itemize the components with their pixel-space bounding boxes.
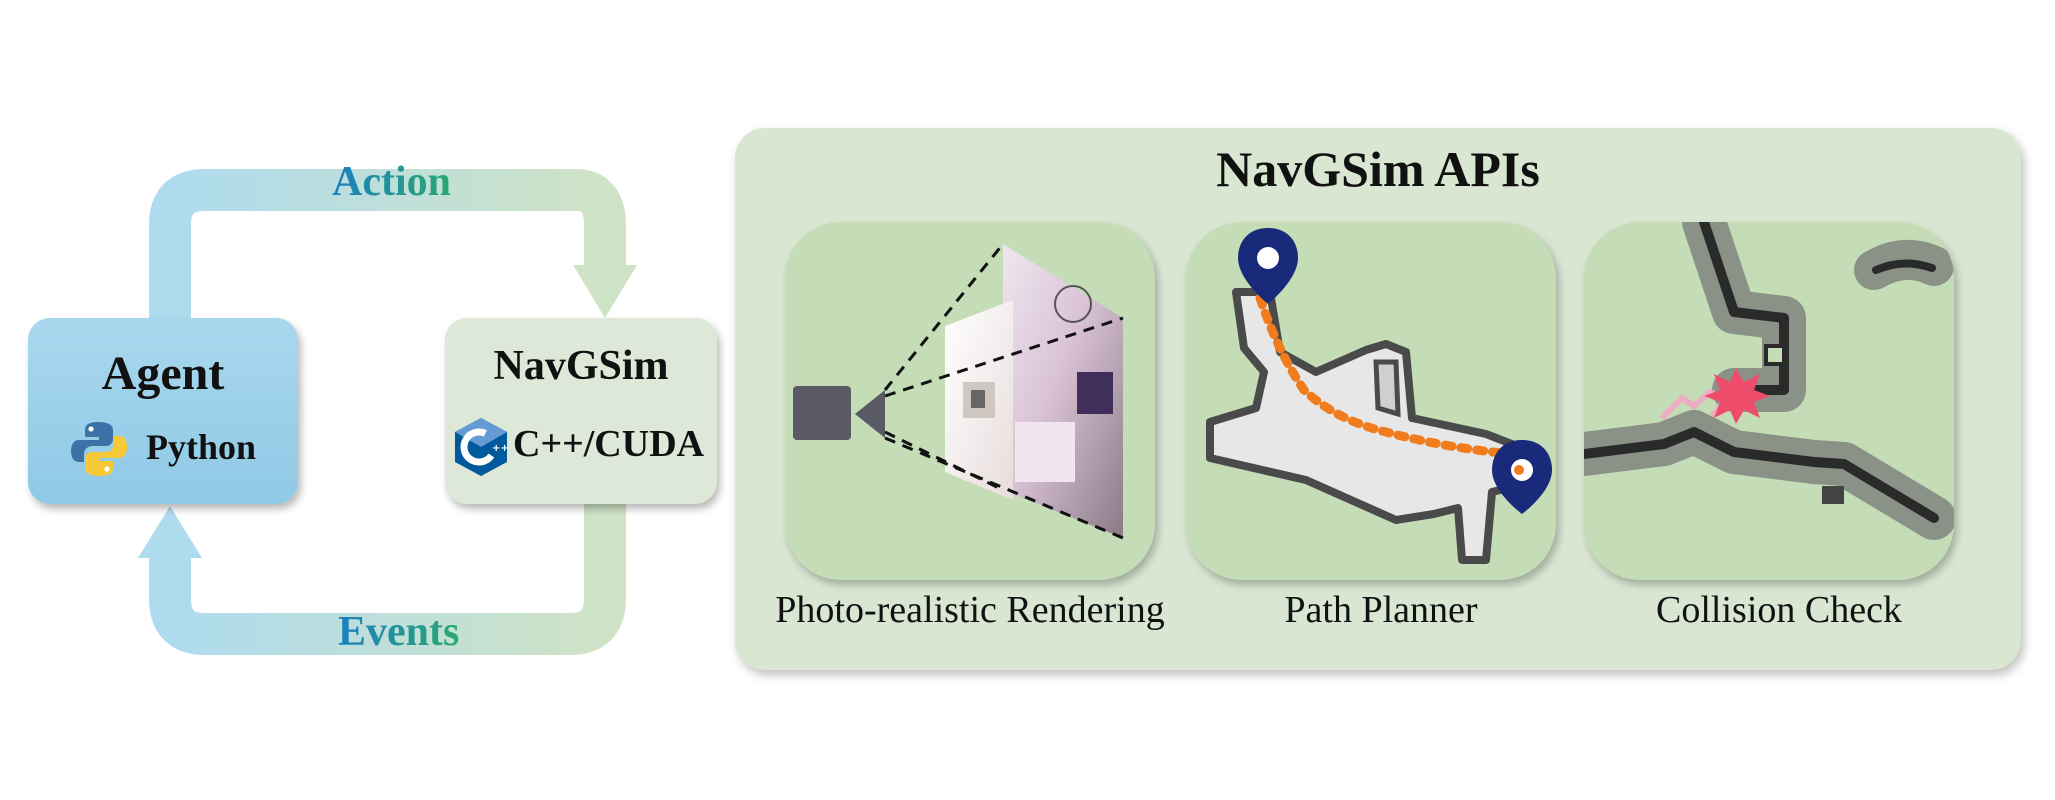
- cuda-label: C++/CUDA: [513, 423, 705, 465]
- path-planner-map: [1206, 228, 1552, 564]
- agent-title: Agent: [101, 347, 225, 400]
- goal-pin-icon: [1492, 440, 1552, 514]
- svg-text:++: ++: [492, 443, 509, 454]
- path-planner-card: [1186, 222, 1556, 580]
- apis-title: NavGSim APIs: [1216, 141, 1540, 197]
- rendering-card: [785, 222, 1155, 580]
- events-arrow-shaft: [149, 504, 626, 655]
- camera-frustum-icon: [793, 243, 1124, 540]
- python-label: Python: [146, 427, 257, 467]
- events-arrowhead: [138, 506, 202, 558]
- rendering-caption: Photo-realistic Rendering: [775, 589, 1165, 631]
- events-label: Events: [338, 609, 460, 655]
- collision-burst-icon: [1704, 368, 1770, 424]
- navgsim-title: NavGSim: [493, 343, 669, 389]
- cpp-logo-icon: ++: [455, 418, 509, 476]
- planned-path: [1255, 293, 1517, 459]
- action-arrow-shaft: [149, 169, 626, 318]
- action-arrowhead: [573, 265, 637, 318]
- agent-box: Agent Python: [28, 318, 298, 504]
- collision-caption: Collision Check: [1656, 589, 1902, 631]
- path-planner-caption: Path Planner: [1284, 589, 1478, 631]
- action-label: Action: [332, 159, 451, 205]
- python-logo-icon: [71, 422, 127, 476]
- start-pin-icon: [1238, 228, 1298, 304]
- navgsim-box: NavGSim ++ C++/CUDA: [445, 318, 717, 504]
- collision-card: [1584, 222, 1954, 580]
- collision-map: [1584, 222, 1954, 540]
